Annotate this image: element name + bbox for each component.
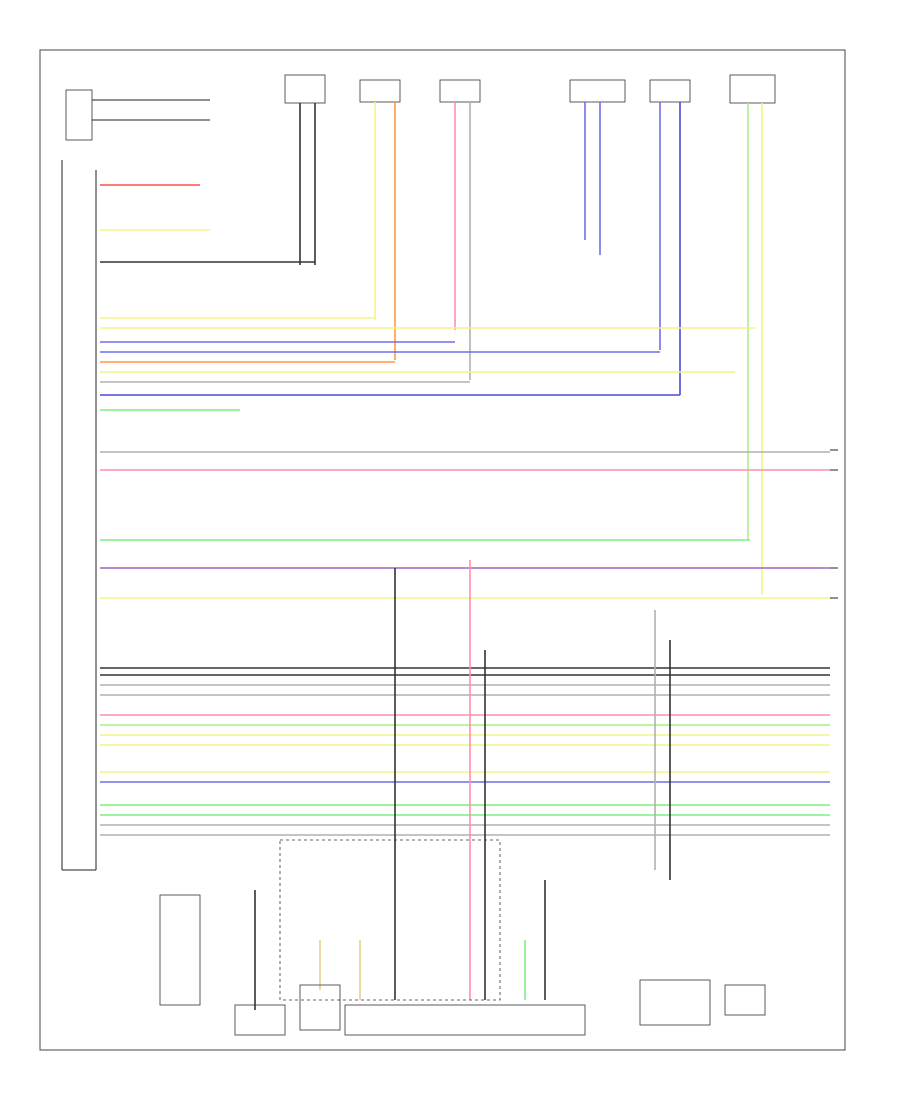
connector-5 bbox=[649, 79, 691, 103]
connector-3 bbox=[439, 79, 481, 103]
module-a bbox=[159, 894, 201, 1006]
switch-top-left bbox=[65, 89, 210, 141]
connector-6 bbox=[729, 74, 776, 104]
connector-1 bbox=[284, 74, 326, 104]
lower-wire-band bbox=[100, 667, 830, 836]
module-f bbox=[724, 984, 766, 1016]
module-b bbox=[234, 1004, 286, 1036]
connector-2 bbox=[359, 79, 401, 103]
module-center-dashed bbox=[279, 839, 501, 1001]
main-harness-trunk bbox=[61, 160, 97, 871]
top-connectors bbox=[284, 74, 776, 104]
module-drops bbox=[254, 560, 671, 1010]
bottom-modules bbox=[159, 839, 766, 1036]
module-c bbox=[299, 984, 341, 1031]
connector-4 bbox=[569, 79, 626, 103]
module-e bbox=[639, 979, 711, 1026]
module-d bbox=[344, 1004, 586, 1036]
horizontal-wires bbox=[100, 184, 830, 599]
vertical-wires bbox=[299, 102, 763, 595]
diagram-frame bbox=[39, 49, 846, 1051]
right-edge-ticks bbox=[830, 449, 838, 599]
